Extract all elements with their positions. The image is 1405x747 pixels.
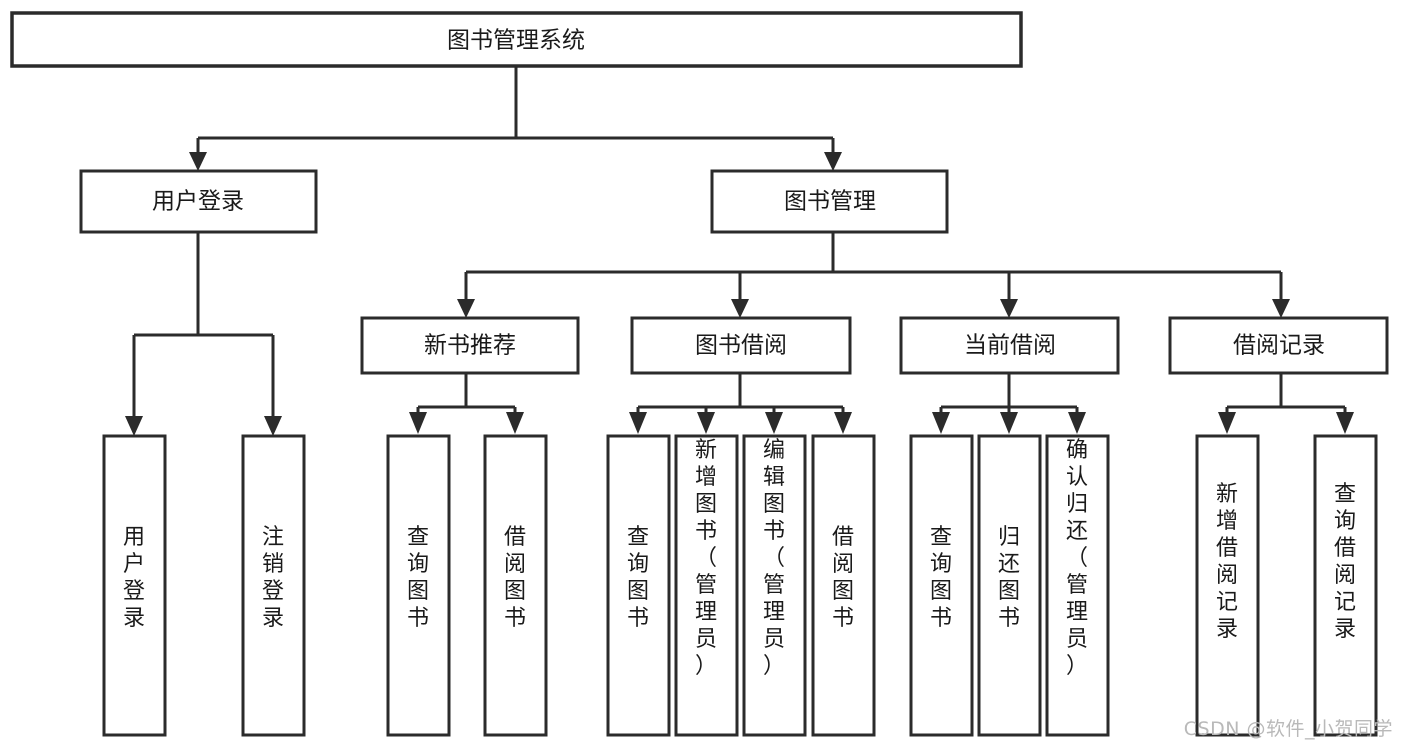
arrow-head-leaf-return-book	[1000, 412, 1018, 434]
node-current-borrow-label: 当前借阅	[964, 333, 1056, 359]
arrow-head-leaf-query-book-2	[629, 412, 647, 434]
node-book-manage[interactable]: 图书管理	[710, 169, 949, 234]
leaf-query-book-1[interactable]: 查询图书	[386, 434, 451, 737]
leaf-return-book[interactable]: 归还图书	[977, 434, 1042, 737]
leaf-add-book-label: 新增图书（管理员）	[695, 438, 717, 679]
arrow-head-leaf-add-record	[1218, 412, 1236, 434]
arrow-head-book-borrow	[731, 299, 749, 318]
leaf-query-book-2[interactable]: 查询图书	[606, 434, 671, 737]
edge-group-book-manage-to-level3	[457, 232, 1290, 318]
edge-group-new-book-rec-to-leaves	[409, 373, 524, 434]
node-new-book-rec-label: 新书推荐	[424, 333, 516, 359]
leaf-edit-book-label: 编辑图书（管理员）	[763, 438, 785, 679]
leaf-borrow-book-1-label: 借阅图书	[504, 525, 526, 631]
arrow-head-leaf-edit-book	[765, 412, 783, 434]
arrow-head-leaf-confirm-return	[1068, 412, 1086, 434]
arrow-head-leaf-query-record	[1336, 412, 1354, 434]
leaf-query-book-1-label: 查询图书	[407, 525, 429, 631]
leaf-confirm-return[interactable]: 确认归还（管理员）	[1045, 434, 1110, 737]
arrow-head-leaf-borrow-book-2	[834, 412, 852, 434]
leaf-user-login[interactable]: 用户登录	[102, 434, 167, 737]
leaf-add-record-label: 新增借阅记录	[1216, 482, 1238, 642]
leaf-query-record[interactable]: 查询借阅记录	[1313, 434, 1378, 737]
edge-group-book-borrow-to-leaves	[629, 373, 852, 434]
node-root[interactable]: 图书管理系统	[10, 11, 1023, 68]
arrow-head-leaf-query-book-3	[932, 412, 950, 434]
leaf-query-book-2-label: 查询图书	[627, 525, 649, 631]
leaf-borrow-book-1[interactable]: 借阅图书	[483, 434, 548, 737]
arrow-head-leaf-add-book	[697, 412, 715, 434]
edge-group-user-login-to-leaves	[125, 232, 282, 436]
leaf-borrow-book-1-box[interactable]	[483, 434, 548, 737]
node-book-borrow-box[interactable]	[630, 316, 852, 375]
leaf-logout-box[interactable]	[241, 434, 306, 737]
node-borrow-record-box[interactable]	[1168, 316, 1389, 375]
leaf-query-book-2-box[interactable]	[606, 434, 671, 737]
leaf-user-login-box[interactable]	[102, 434, 167, 737]
node-book-manage-label: 图书管理	[784, 189, 876, 215]
node-user-login-box[interactable]	[79, 169, 318, 234]
arrow-head-leaf-query-book-1	[409, 412, 427, 434]
node-borrow-record-label: 借阅记录	[1233, 333, 1325, 359]
edge-group-borrow-record-to-leaves	[1218, 373, 1354, 434]
node-book-borrow-label: 图书借阅	[695, 333, 787, 359]
node-root-label: 图书管理系统	[447, 28, 585, 54]
leaf-query-book-1-box[interactable]	[386, 434, 451, 737]
edge-group-current-borrow-to-leaves	[932, 373, 1086, 434]
leaf-confirm-return-label: 确认归还（管理员）	[1066, 438, 1088, 679]
leaf-edit-book-box[interactable]	[742, 434, 807, 737]
node-borrow-record[interactable]: 借阅记录	[1168, 316, 1389, 375]
arrow-head-leaf-user-login	[125, 416, 143, 436]
leaf-user-login-label: 用户登录	[123, 525, 145, 631]
leaf-confirm-return-box[interactable]	[1045, 434, 1110, 737]
leaf-add-record-box[interactable]	[1195, 434, 1260, 737]
node-new-book-rec[interactable]: 新书推荐	[360, 316, 580, 375]
csdn-watermark: CSDN @软件_小贺同学	[1183, 718, 1393, 740]
arrow-head-current-borrow	[1000, 299, 1018, 318]
arrow-head-borrow-record	[1272, 299, 1290, 318]
leaf-query-book-3-box[interactable]	[909, 434, 974, 737]
node-book-borrow[interactable]: 图书借阅	[630, 316, 852, 375]
node-new-book-rec-box[interactable]	[360, 316, 580, 375]
arrow-head-leaf-logout	[264, 416, 282, 436]
node-user-login-label: 用户登录	[152, 189, 244, 215]
leaf-borrow-book-2-box[interactable]	[811, 434, 876, 737]
leaf-query-book-3[interactable]: 查询图书	[909, 434, 974, 737]
leaf-logout-label: 注销登录	[262, 525, 284, 631]
leaf-return-book-box[interactable]	[977, 434, 1042, 737]
leaf-borrow-book-2-label: 借阅图书	[832, 525, 854, 631]
arrow-head-leaf-borrow-book-1	[506, 412, 524, 434]
leaf-add-book-box[interactable]	[674, 434, 739, 737]
arrow-head-new-book-rec	[457, 299, 475, 318]
leaf-query-record-label: 查询借阅记录	[1334, 482, 1356, 642]
node-user-login[interactable]: 用户登录	[79, 169, 318, 234]
arrow-head-book-manage	[824, 152, 842, 171]
leaf-edit-book[interactable]: 编辑图书（管理员）	[742, 434, 807, 737]
arrow-head-user-login	[189, 152, 207, 171]
edge-group-root-to-level2	[189, 66, 842, 171]
leaf-query-book-3-label: 查询图书	[930, 525, 952, 631]
node-current-borrow[interactable]: 当前借阅	[899, 316, 1120, 375]
leaf-return-book-label: 归还图书	[998, 525, 1020, 631]
leaf-logout[interactable]: 注销登录	[241, 434, 306, 737]
leaf-add-record[interactable]: 新增借阅记录	[1195, 434, 1260, 737]
node-root-box[interactable]	[10, 11, 1023, 68]
leaf-query-record-box[interactable]	[1313, 434, 1378, 737]
node-book-manage-box[interactable]	[710, 169, 949, 234]
leaf-add-book[interactable]: 新增图书（管理员）	[674, 434, 739, 737]
leaf-borrow-book-2[interactable]: 借阅图书	[811, 434, 876, 737]
node-current-borrow-box[interactable]	[899, 316, 1120, 375]
